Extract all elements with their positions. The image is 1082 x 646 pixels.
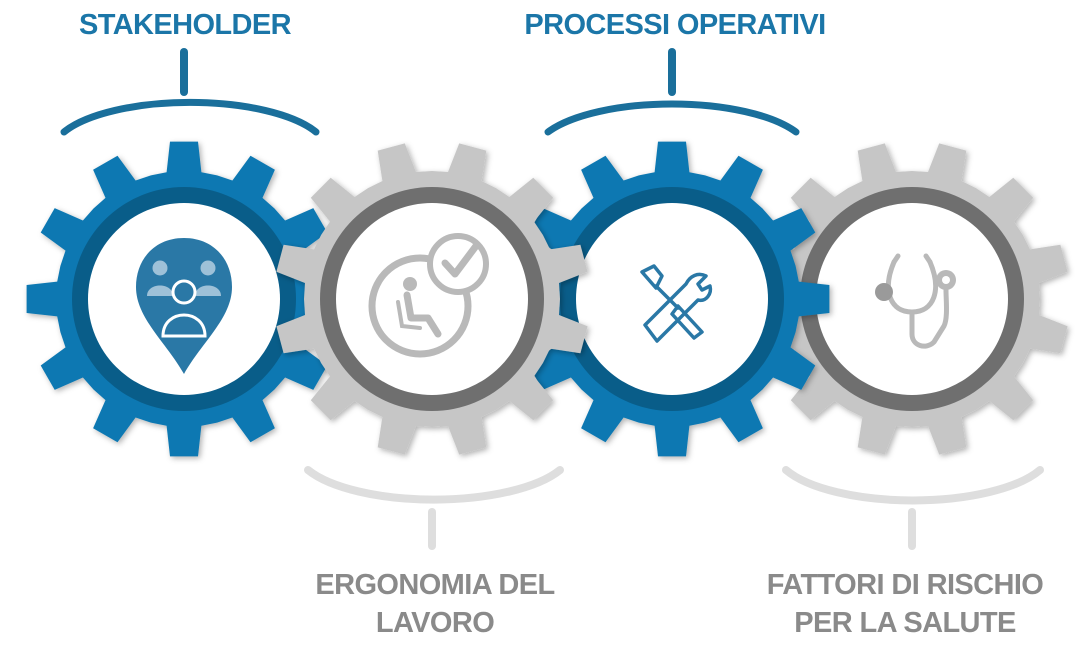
bracket-processi [544, 48, 800, 136]
label-fattori-di-rischio: FATTORI DI RISCHIO PER LA SALUTE [730, 566, 1080, 642]
bracket-stakeholder [60, 48, 320, 136]
label-processi-operativi: PROCESSI OPERATIVI [480, 6, 870, 44]
label-ergonomia-line2: LAVORO [375, 607, 495, 639]
label-fattori-line1: FATTORI DI RISCHIO [766, 569, 1044, 601]
label-fattori-line2: PER LA SALUTE [794, 607, 1016, 639]
label-stakeholder: STAKEHOLDER [45, 6, 325, 44]
seated-person-check-icon [368, 233, 489, 358]
tools-wrench-screwdriver-icon [640, 264, 713, 343]
bracket-fattori [782, 466, 1044, 550]
stethoscope-icon [875, 253, 956, 349]
gear-fattori-face [816, 203, 1008, 395]
label-ergonomia-del-lavoro: ERGONOMIA DEL LAVORO [270, 566, 600, 642]
bracket-ergonomia [304, 466, 564, 550]
people-group-icon [136, 238, 232, 374]
label-ergonomia-line1: ERGONOMIA DEL [315, 569, 555, 601]
label-processi-text: PROCESSI OPERATIVI [524, 9, 826, 41]
label-stakeholder-text: STAKEHOLDER [79, 9, 292, 41]
gear-fattori [756, 143, 1068, 455]
